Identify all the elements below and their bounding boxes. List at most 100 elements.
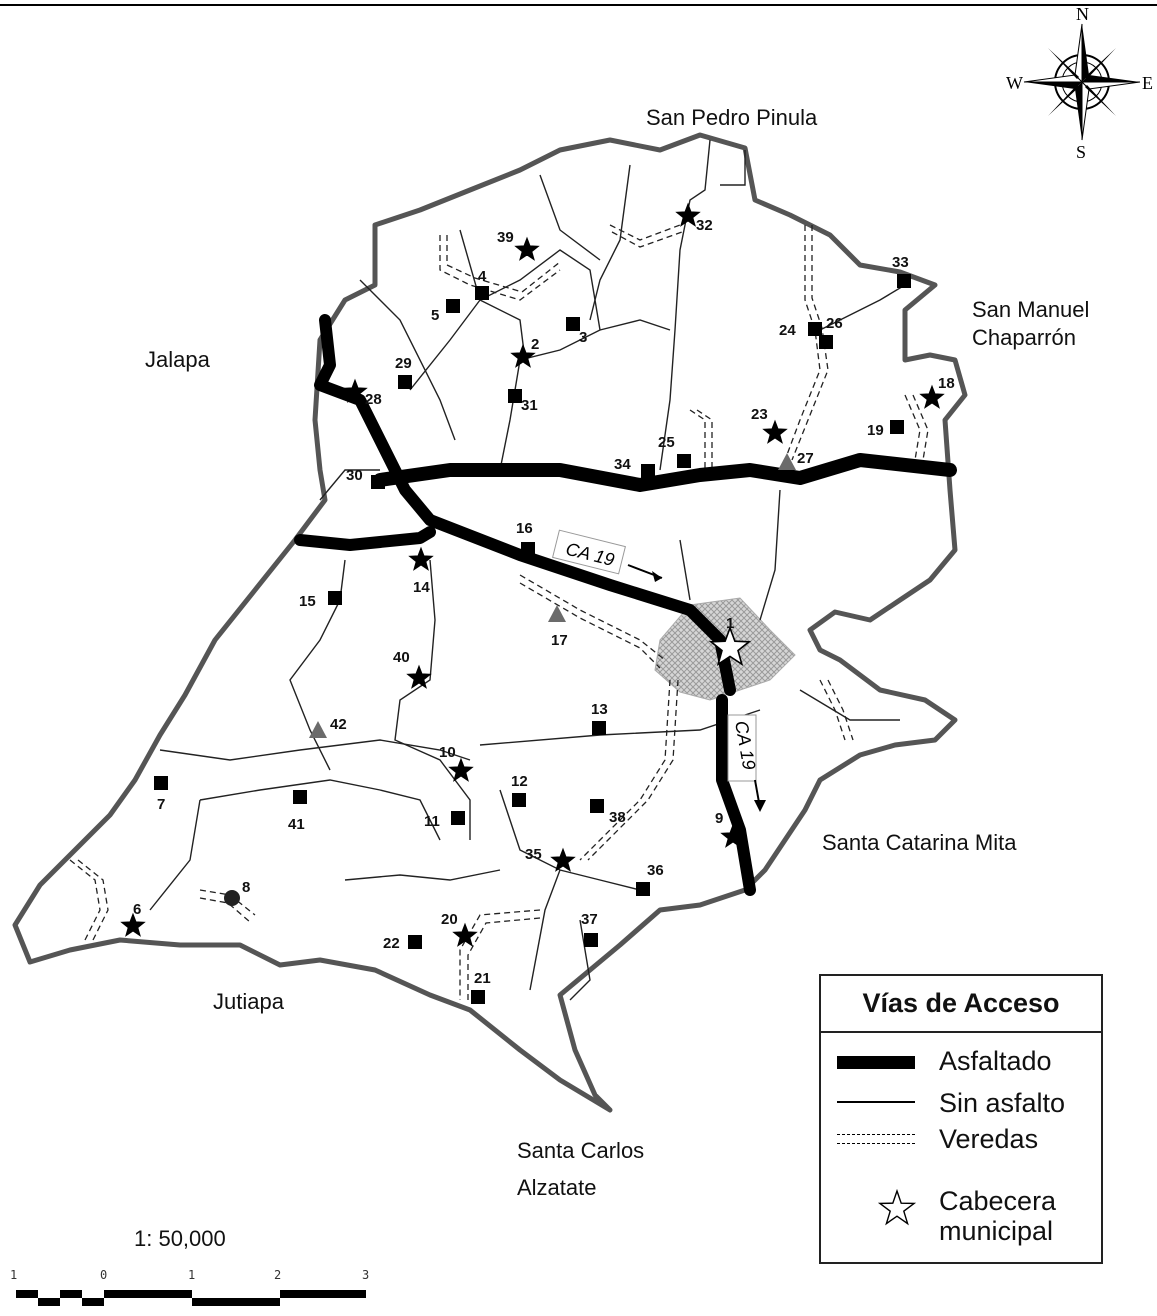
paved-road-east-west (373, 453, 957, 492)
region-label-north: San Pedro Pinula (646, 105, 818, 130)
place-number-26: 26 (826, 315, 843, 332)
place-marker-4 (475, 286, 489, 300)
place-marker-12 (512, 793, 526, 807)
place-marker-18 (919, 384, 945, 409)
place-marker-42 (309, 721, 327, 738)
place-number-35: 35 (525, 846, 542, 863)
place-number-36: 36 (647, 862, 664, 879)
place-number-9: 9 (715, 810, 723, 827)
place-number-21: 21 (474, 970, 491, 987)
place-marker-27 (778, 453, 796, 470)
place-number-19: 19 (867, 422, 884, 439)
place-marker-16 (521, 542, 535, 556)
scale-tick-label: 3 (362, 1268, 370, 1282)
compass-e: E (1142, 73, 1153, 93)
place-number-27: 27 (797, 450, 814, 467)
place-marker-20 (452, 922, 478, 947)
place-marker-35 (550, 847, 576, 872)
place-number-20: 20 (441, 911, 458, 928)
region-label-northeast-1: San Manuel (972, 297, 1090, 322)
place-number-37: 37 (581, 911, 598, 928)
legend-paved-label: Asfaltado (939, 1046, 1052, 1076)
place-number-15: 15 (299, 593, 316, 610)
legend-unpaved-label: Sin asfalto (939, 1088, 1066, 1118)
legend-paved-symbol (837, 1056, 915, 1069)
place-marker-14 (408, 546, 434, 571)
place-marker-33 (897, 274, 911, 288)
place-number-8: 8 (242, 879, 250, 896)
compass-rose: N S E W (1006, 4, 1153, 162)
place-number-42: 42 (330, 716, 347, 733)
place-marker-15 (328, 591, 342, 605)
unpaved-roads (149, 139, 906, 1001)
place-marker-26 (819, 335, 833, 349)
municipality-boundary (12, 132, 968, 1113)
place-marker-41 (293, 790, 307, 804)
place-marker-39 (514, 236, 540, 261)
place-marker-32 (675, 202, 701, 227)
place-number-29: 29 (395, 355, 412, 372)
place-marker-8 (224, 890, 240, 906)
scale-bar (16, 1290, 366, 1306)
region-label-west: Jalapa (145, 347, 210, 372)
legend: Vías de Acceso Asfaltado Sin asfalto Ver… (819, 974, 1103, 1264)
place-marker-10 (448, 757, 474, 782)
place-number-41: 41 (288, 816, 305, 833)
place-number-28: 28 (365, 391, 382, 408)
trail-roads (69, 224, 929, 1000)
legend-title: Vías de Acceso (821, 976, 1101, 1033)
legend-trails-symbol (837, 1134, 915, 1144)
top-rule (0, 4, 1157, 6)
place-marker-9 (720, 823, 746, 848)
place-number-10: 10 (439, 744, 456, 761)
place-number-30: 30 (346, 467, 363, 484)
place-number-11: 11 (424, 813, 440, 830)
place-marker-38 (590, 799, 604, 813)
place-marker-40 (406, 664, 432, 689)
place-marker-2 (510, 343, 536, 368)
paved-road-northwest (314, 314, 736, 696)
place-number-22: 22 (383, 935, 400, 952)
place-number-13: 13 (591, 701, 608, 718)
scale-tick-label: 1 (10, 1268, 18, 1282)
place-marker-19 (890, 420, 904, 434)
place-marker-28 (342, 378, 368, 403)
paved-road-west (294, 526, 436, 551)
place-marker-34 (641, 464, 655, 478)
compass-n: N (1076, 4, 1089, 24)
place-marker-25 (677, 454, 691, 468)
compass-w: W (1006, 73, 1023, 93)
place-marker-7 (154, 776, 168, 790)
place-marker-29 (398, 375, 412, 389)
paved-roads (294, 314, 957, 896)
region-label-south-2: Alzatate (517, 1175, 597, 1200)
place-number-32: 32 (696, 217, 713, 234)
place-marker-21 (471, 990, 485, 1004)
place-number-4: 4 (478, 268, 487, 285)
place-marker-5 (446, 299, 460, 313)
place-marker-17 (548, 605, 566, 622)
place-marker-13 (592, 721, 606, 735)
legend-star-icon (877, 1189, 917, 1226)
place-number-6: 6 (133, 901, 141, 918)
place-number-31: 31 (521, 397, 538, 414)
place-number-39: 39 (497, 229, 514, 246)
place-number-33: 33 (892, 254, 909, 271)
compass-s: S (1076, 142, 1086, 162)
scale-tick-label: 2 (274, 1268, 282, 1282)
place-number-40: 40 (393, 649, 410, 666)
place-number-34: 34 (614, 456, 631, 473)
ca19-label-south: CA 19 (727, 714, 766, 812)
place-number-38: 38 (609, 809, 626, 826)
place-marker-37 (584, 933, 598, 947)
place-marker-31 (508, 389, 522, 403)
place-marker-24 (808, 322, 822, 336)
place-marker-3 (566, 317, 580, 331)
place-marker-36 (636, 882, 650, 896)
legend-capital-label-1: Cabecera (939, 1186, 1057, 1216)
scale-tick-label: 0 (100, 1268, 108, 1282)
place-marker-11 (451, 811, 465, 825)
place-number-1: 1 (726, 615, 734, 632)
